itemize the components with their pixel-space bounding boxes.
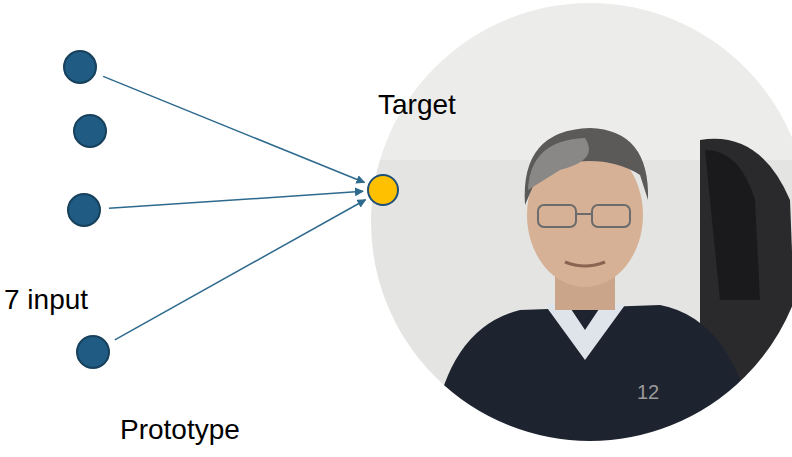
input-circle: [73, 114, 107, 148]
input-arrow: [109, 191, 363, 208]
input-circle: [67, 193, 101, 227]
caption-label: Prototype: [120, 415, 240, 446]
caption-label: 7 input: [4, 285, 88, 316]
photo-content: [360, 0, 792, 457]
node-label: Target: [378, 90, 456, 121]
input-circle: [63, 50, 97, 84]
input-arrow: [115, 200, 366, 340]
photo-frame: [370, 2, 792, 442]
input-circle: [76, 335, 110, 369]
input-arrow: [103, 76, 364, 182]
target-circle: Target: [367, 174, 399, 206]
slide-number: 12: [637, 381, 659, 403]
